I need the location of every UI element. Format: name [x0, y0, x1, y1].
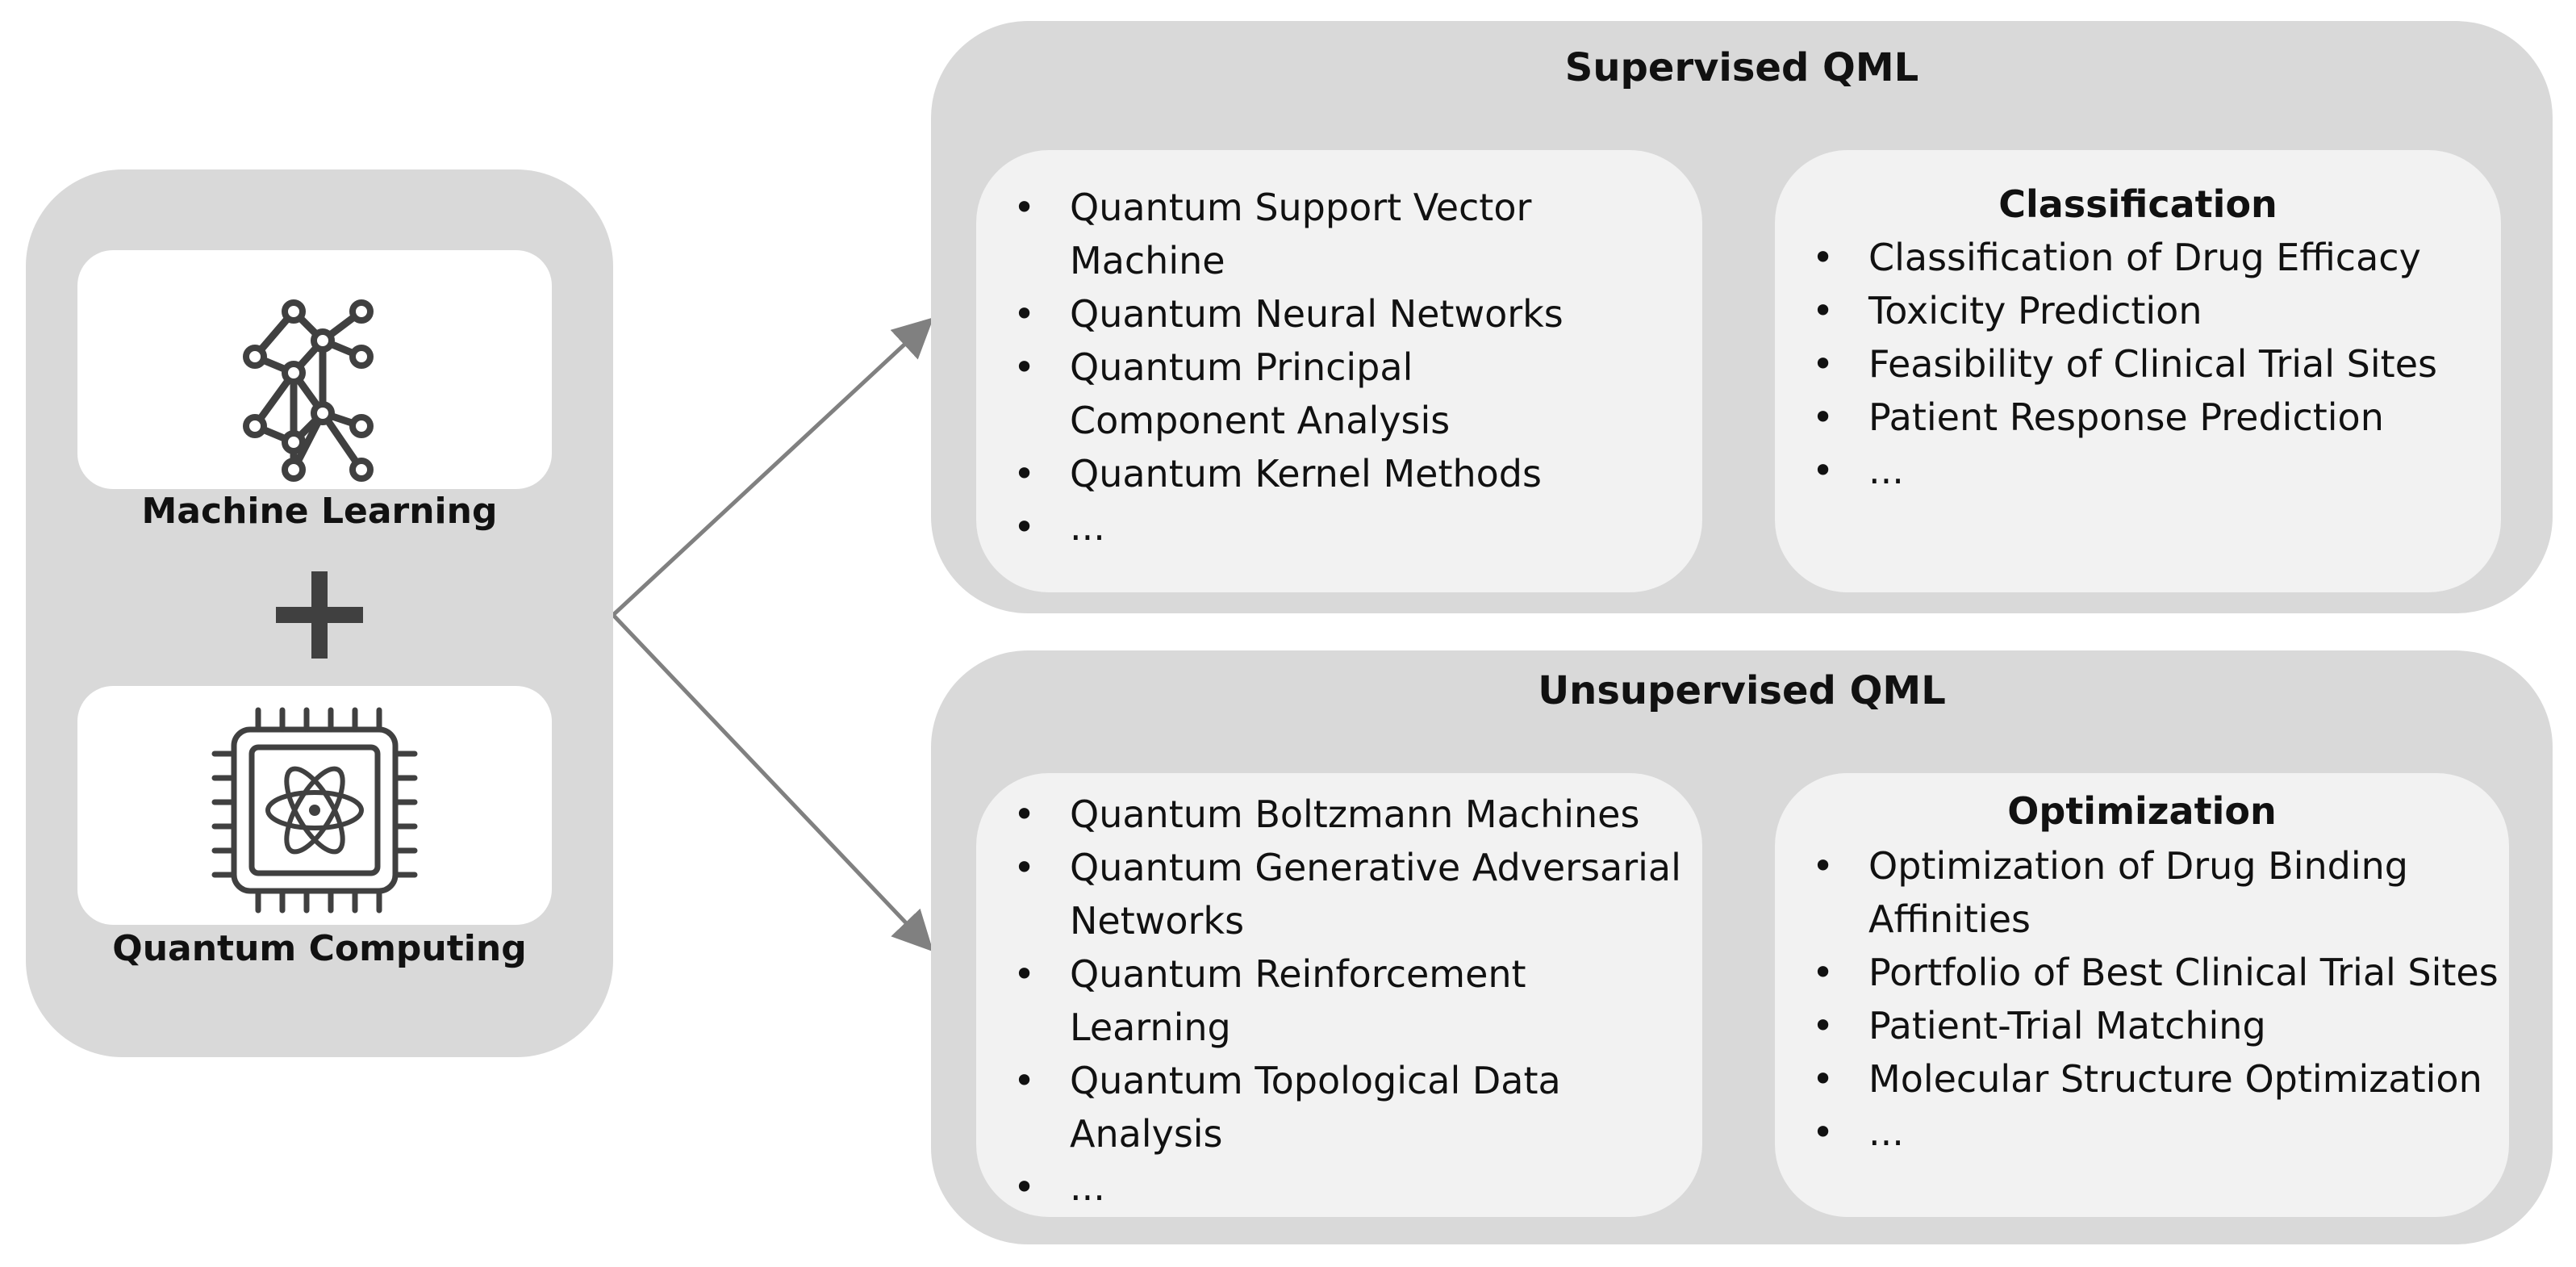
supervised-methods-list: Quantum Support Vector Machine Quantum N…: [976, 181, 1638, 554]
list-item: Optimization of Drug Binding Affinities: [1775, 839, 2501, 946]
list-item: Quantum Topological Data Analysis: [976, 1054, 1686, 1160]
arrow-to-unsupervised: [612, 613, 933, 952]
classification-list: Classification of Drug Efficacy Toxicity…: [1775, 231, 2485, 497]
unsupervised-panel: Unsupervised QML Quantum Boltzmann Machi…: [931, 650, 2553, 1244]
list-item: Quantum Neural Networks: [976, 287, 1638, 341]
qc-icon-box: [77, 686, 552, 925]
ml-label: Machine Learning: [141, 491, 498, 532]
optimization-list: Optimization of Drug Binding Affinities …: [1775, 839, 2501, 1159]
list-item: Quantum Generative Adversarial Networks: [976, 841, 1686, 947]
plus-icon: [276, 571, 363, 659]
unsupervised-methods-list: Quantum Boltzmann Machines Quantum Gener…: [976, 788, 1686, 1214]
optimization-title: Optimization: [2007, 789, 2277, 833]
list-item: Classification of Drug Efficacy: [1775, 231, 2485, 284]
list-item: Quantum Kernel Methods: [976, 447, 1638, 500]
list-item: Patient-Trial Matching: [1775, 999, 2501, 1052]
neural-network-icon: [243, 299, 374, 482]
list-item: Quantum Principal Component Analysis: [976, 341, 1638, 447]
list-item: Patient Response Prediction: [1775, 391, 2485, 444]
list-item: ...: [976, 1160, 1686, 1214]
list-item: Quantum Boltzmann Machines: [976, 788, 1686, 841]
ml-qc-panel: Machine Learning: [26, 169, 613, 1057]
list-item: ...: [1775, 444, 2485, 497]
list-item: Quantum Support Vector Machine: [976, 181, 1638, 287]
unsupervised-title: Unsupervised QML: [1538, 668, 1946, 713]
optimization-box: Optimization Optimization of Drug Bindin…: [1775, 773, 2509, 1217]
qc-label: Quantum Computing: [112, 928, 527, 969]
classification-box: Classification Classification of Drug Ef…: [1775, 150, 2501, 592]
supervised-methods-box: Quantum Support Vector Machine Quantum N…: [976, 150, 1702, 592]
supervised-title: Supervised QML: [1564, 45, 1919, 90]
unsupervised-methods-box: Quantum Boltzmann Machines Quantum Gener…: [976, 773, 1702, 1217]
arrow-to-supervised: [612, 317, 934, 617]
supervised-panel: Supervised QML Quantum Support Vector Ma…: [931, 21, 2553, 613]
list-item: ...: [976, 500, 1638, 554]
list-item: Molecular Structure Optimization: [1775, 1052, 2501, 1106]
ml-icon-box: [77, 250, 552, 489]
list-item: Portfolio of Best Clinical Trial Sites: [1775, 946, 2501, 999]
list-item: Quantum Reinforcement Learning: [976, 947, 1686, 1054]
list-item: ...: [1775, 1106, 2501, 1159]
classification-title: Classification: [1998, 182, 2277, 226]
list-item: Feasibility of Clinical Trial Sites: [1775, 337, 2485, 391]
quantum-chip-icon: [211, 707, 418, 914]
list-item: Toxicity Prediction: [1775, 284, 2485, 337]
